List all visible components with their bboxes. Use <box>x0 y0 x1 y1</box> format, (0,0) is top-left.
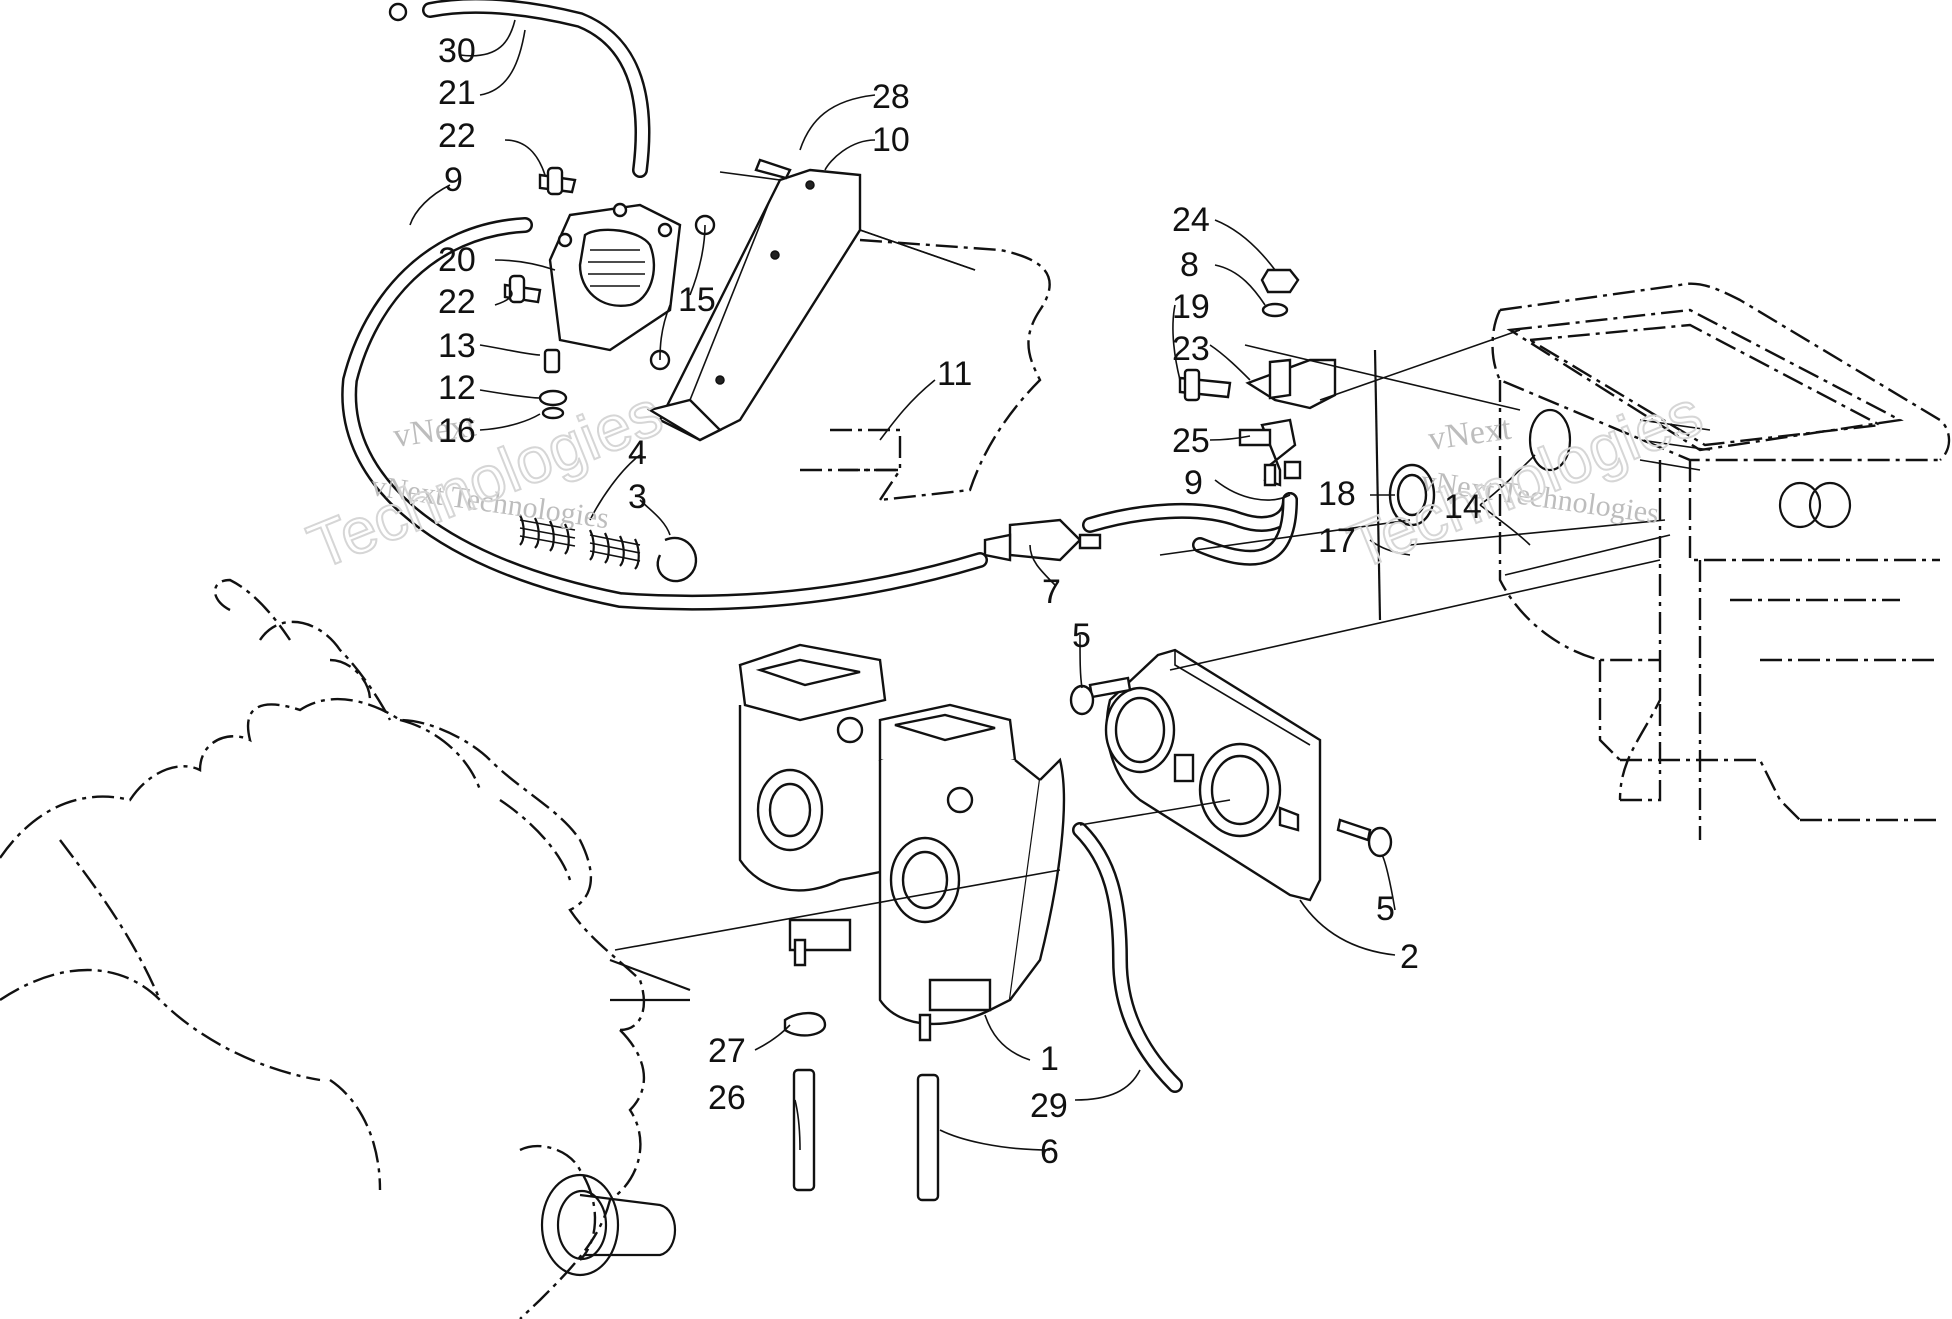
callout-30: 30 <box>438 32 476 70</box>
callout-13: 13 <box>438 327 476 365</box>
intake-adapter <box>1104 648 1322 902</box>
callout-4: 4 <box>628 434 647 472</box>
valve-assembly <box>1178 268 1382 621</box>
callout-21: 21 <box>438 74 476 112</box>
callout-2: 2 <box>1400 938 1419 976</box>
callout-24: 24 <box>1172 201 1210 239</box>
pump-bracket <box>646 168 862 442</box>
callout-28: 28 <box>872 78 910 116</box>
frame-outline-upper <box>800 229 1051 502</box>
callout-5b: 5 <box>1376 890 1395 928</box>
callout-8: 8 <box>1180 246 1199 284</box>
callout-6: 6 <box>1040 1133 1059 1171</box>
callout-labels: 30 21 22 9 20 22 15 13 12 16 4 3 28 10 1… <box>438 32 1482 1171</box>
callout-5a: 5 <box>1072 617 1091 655</box>
grommet <box>1388 463 1436 527</box>
fuel-pump <box>548 202 682 352</box>
callout-14: 14 <box>1444 488 1482 526</box>
airbox-outline <box>1491 282 1951 840</box>
callout-10: 10 <box>872 121 910 159</box>
callout-20: 20 <box>438 241 476 279</box>
callout-26: 26 <box>708 1079 746 1117</box>
silencer-screws <box>1069 676 1393 858</box>
callout-29: 29 <box>1030 1087 1068 1125</box>
callout-23: 23 <box>1172 330 1210 368</box>
callout-22a: 22 <box>438 117 476 155</box>
callout-9a: 9 <box>444 161 463 199</box>
callout-18: 18 <box>1318 475 1356 513</box>
drain-tubes <box>783 1011 940 1202</box>
leader-lines <box>409 19 1671 1151</box>
fuel-hoses-upper <box>341 0 1298 611</box>
callout-7: 7 <box>1042 573 1061 611</box>
pump-hardware <box>503 158 792 420</box>
callout-25: 25 <box>1172 422 1210 460</box>
callout-17: 17 <box>1318 522 1356 560</box>
callout-9b: 9 <box>1184 464 1203 502</box>
springs-and-clip <box>518 514 698 583</box>
vent-hose <box>1072 822 1183 1093</box>
callout-15: 15 <box>678 281 716 319</box>
callout-1: 1 <box>1040 1040 1059 1078</box>
callout-22b: 22 <box>438 283 476 321</box>
engine-outline <box>0 578 691 1319</box>
callout-19: 19 <box>1172 288 1210 326</box>
carburetor-assembly <box>738 643 1066 1042</box>
callout-12: 12 <box>438 369 476 407</box>
callout-3: 3 <box>628 478 647 516</box>
callout-27: 27 <box>708 1032 746 1070</box>
callout-16: 16 <box>438 412 476 450</box>
callout-11: 11 <box>937 355 972 393</box>
